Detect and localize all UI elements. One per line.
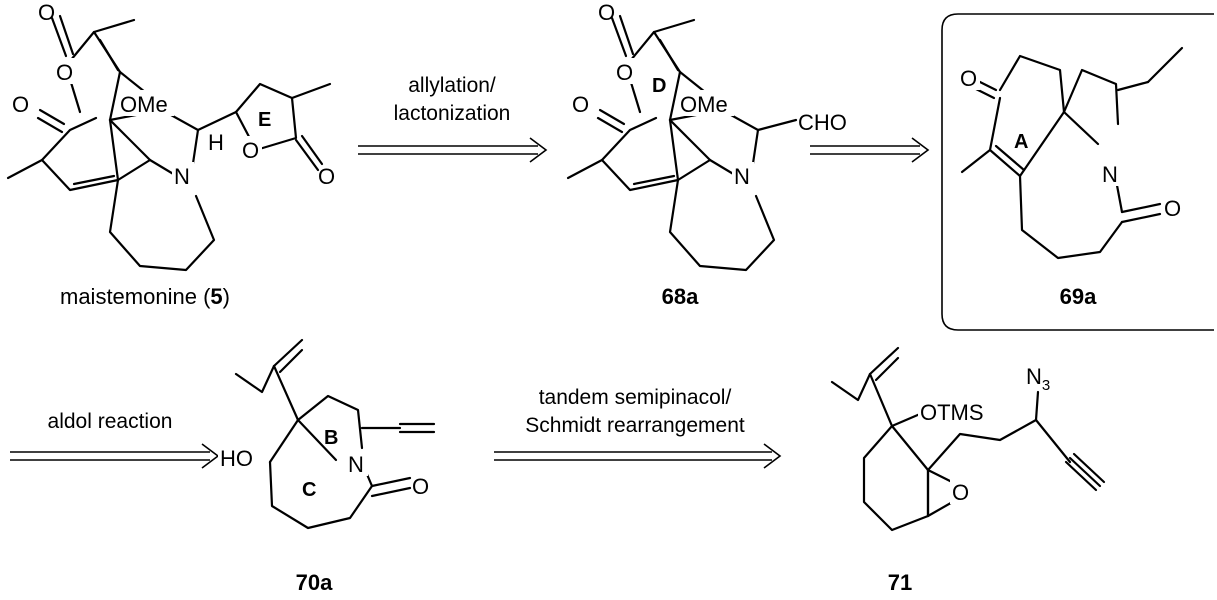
arrow-3-condition: aldol reaction: [48, 410, 173, 433]
compound-70a-label: 70a: [296, 570, 333, 595]
ring-B: B: [324, 427, 338, 449]
atom-O: O: [38, 0, 55, 25]
compound-69a: O N O A 69a: [941, 13, 1214, 331]
compound-71-label: 71: [888, 570, 912, 595]
atom-CHO: CHO: [798, 110, 847, 135]
atom-O: O: [1164, 196, 1181, 221]
atom-O: O: [598, 0, 615, 25]
compound-maistemonine: O O OMe O N H O O E maistemonine (5): [6, 0, 335, 309]
arrow-1-condition-2: lactonization: [394, 102, 511, 125]
ring-D: D: [652, 75, 666, 97]
arrow-1-condition-1: allylation/: [408, 74, 496, 97]
atom-N: N: [734, 164, 750, 189]
retro-arrow-3: aldol reaction: [10, 410, 220, 469]
atom-O: O: [960, 66, 977, 91]
atom-O: O: [318, 164, 335, 189]
compound-68a: O O OMe O N CHO D 68a: [566, 0, 847, 309]
atom-O: O: [572, 92, 589, 117]
compound-5-name: maistemonine (5): [60, 284, 230, 309]
atom-HO: HO: [220, 446, 253, 471]
arrow-4-condition-1: tandem semipinacol/: [539, 386, 732, 409]
retro-arrow-4: tandem semipinacol/ Schmidt rearrangemen…: [494, 386, 782, 469]
compound-69a-label: 69a: [1060, 284, 1097, 309]
atom-H: H: [208, 130, 224, 155]
atom-O: O: [56, 60, 73, 85]
atom-N: N: [174, 164, 190, 189]
atom-OTMS: OTMS: [920, 400, 984, 425]
atom-N: N: [1102, 162, 1118, 187]
arrow-4-condition-2: Schmidt rearrangement: [525, 414, 745, 437]
atom-OMe: OMe: [120, 92, 168, 117]
atom-O: O: [12, 92, 29, 117]
compound-68a-label: 68a: [662, 284, 699, 309]
ring-E: E: [258, 109, 271, 131]
atom-O: O: [952, 480, 969, 505]
atom-N3: N3: [1026, 364, 1050, 394]
ring-C: C: [302, 479, 316, 501]
retro-arrow-2: [810, 137, 930, 163]
atom-N: N: [348, 452, 364, 477]
retro-arrow-1: allylation/ lactonization: [358, 74, 548, 163]
atom-O: O: [616, 60, 633, 85]
ring-A: A: [1014, 131, 1028, 153]
compound-70a: HO N O B C 70a: [218, 338, 436, 595]
atom-O: O: [242, 138, 259, 163]
atom-OMe: OMe: [680, 92, 728, 117]
atom-O: O: [412, 474, 429, 499]
compound-71: OTMS O N3 71: [830, 346, 1106, 595]
